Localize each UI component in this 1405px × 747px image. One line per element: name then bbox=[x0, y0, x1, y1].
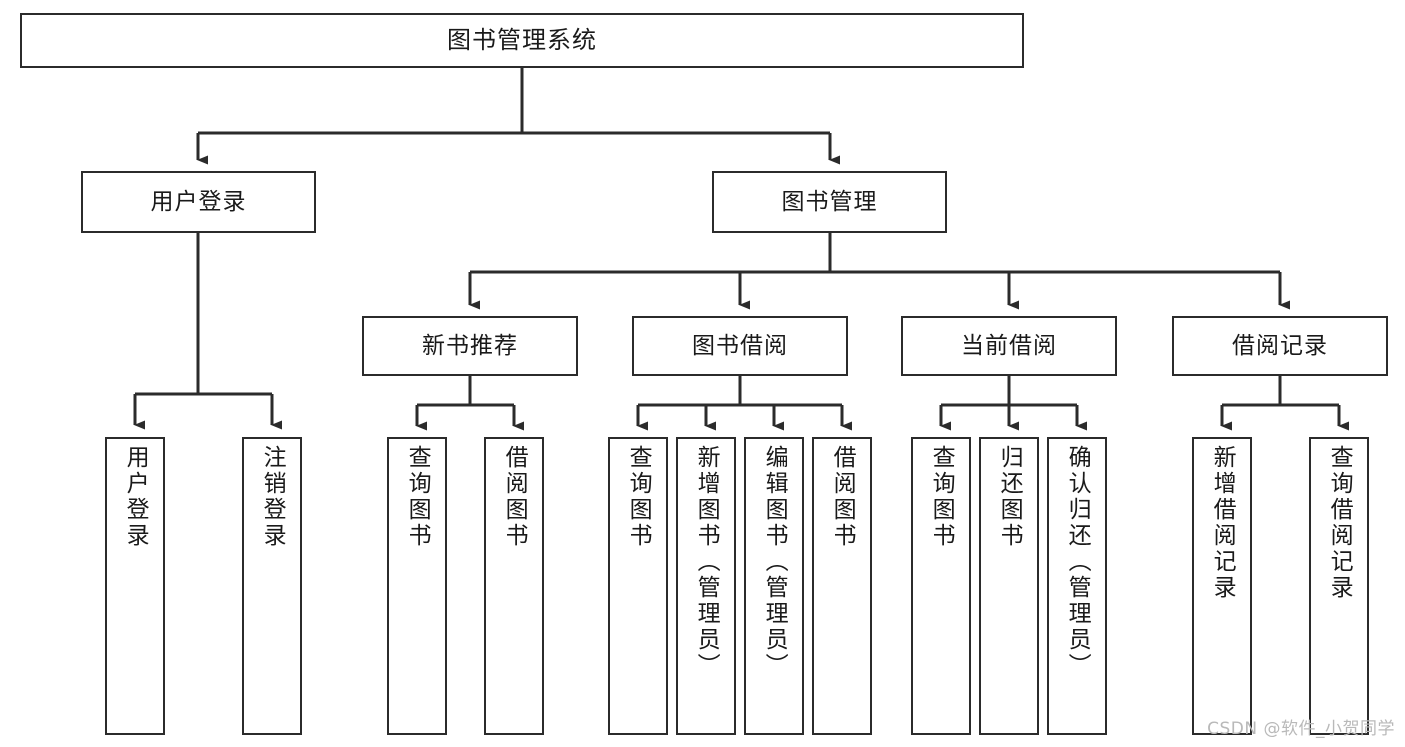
node-label: 借阅图书 bbox=[829, 445, 856, 549]
node-label: 查询图书 bbox=[928, 445, 955, 549]
edge-user-login-to-leaves bbox=[133, 233, 282, 430]
leaf-borrow-query-book[interactable]: 查询图书 bbox=[608, 437, 668, 735]
leaf-new-book-borrow[interactable]: 借阅图书 bbox=[484, 437, 544, 735]
node-label: 查询借阅记录 bbox=[1326, 445, 1353, 601]
node-user-login[interactable]: 用户登录 bbox=[81, 171, 316, 233]
node-label: 确认归还（管理员） bbox=[1064, 445, 1091, 679]
edge-book-manage-to-level3 bbox=[468, 233, 1290, 310]
node-borrow-records[interactable]: 借阅记录 bbox=[1172, 316, 1388, 376]
node-current-borrow[interactable]: 当前借阅 bbox=[901, 316, 1117, 376]
leaf-borrow-edit-book-admin[interactable]: 编辑图书（管理员） bbox=[744, 437, 804, 735]
leaf-current-confirm-return-admin[interactable]: 确认归还（管理员） bbox=[1047, 437, 1107, 735]
node-label: 归还图书 bbox=[996, 445, 1023, 549]
edge-root-to-level2 bbox=[196, 68, 840, 165]
leaf-records-query[interactable]: 查询借阅记录 bbox=[1309, 437, 1369, 735]
node-new-book-recommend[interactable]: 新书推荐 bbox=[362, 316, 578, 376]
node-book-management[interactable]: 图书管理 bbox=[712, 171, 947, 233]
node-label: 借阅图书 bbox=[501, 445, 528, 549]
node-label: 图书管理 bbox=[781, 188, 878, 215]
leaf-new-book-query[interactable]: 查询图书 bbox=[387, 437, 447, 735]
leaf-current-return-book[interactable]: 归还图书 bbox=[979, 437, 1039, 735]
node-book-borrow[interactable]: 图书借阅 bbox=[632, 316, 848, 376]
leaf-current-query-book[interactable]: 查询图书 bbox=[911, 437, 971, 735]
node-label: 用户登录 bbox=[122, 445, 149, 549]
node-label: 当前借阅 bbox=[961, 332, 1057, 359]
leaf-logout[interactable]: 注销登录 bbox=[242, 437, 302, 735]
edge-borrow-records-to-leaves bbox=[1220, 376, 1349, 431]
edge-new-book-to-leaves bbox=[415, 376, 524, 431]
node-label: 查询图书 bbox=[404, 445, 431, 549]
node-root-system[interactable]: 图书管理系统 bbox=[20, 13, 1024, 68]
node-label: 用户登录 bbox=[150, 188, 247, 215]
leaf-records-add[interactable]: 新增借阅记录 bbox=[1192, 437, 1252, 735]
node-label: 图书管理系统 bbox=[447, 25, 597, 54]
node-label: 查询图书 bbox=[625, 445, 652, 549]
node-label: 注销登录 bbox=[259, 445, 286, 549]
node-label: 新增图书（管理员） bbox=[693, 445, 720, 679]
leaf-borrow-add-book-admin[interactable]: 新增图书（管理员） bbox=[676, 437, 736, 735]
leaf-borrow-book[interactable]: 借阅图书 bbox=[812, 437, 872, 735]
node-label: 新增借阅记录 bbox=[1209, 445, 1236, 601]
watermark-text: CSDN @软件_小贺同学 bbox=[1207, 719, 1395, 739]
leaf-user-login[interactable]: 用户登录 bbox=[105, 437, 165, 735]
edge-book-borrow-to-leaves bbox=[636, 376, 852, 431]
node-label: 编辑图书（管理员） bbox=[761, 445, 788, 679]
node-label: 借阅记录 bbox=[1232, 332, 1328, 359]
node-label: 新书推荐 bbox=[422, 332, 518, 359]
edge-current-borrow-to-leaves bbox=[939, 376, 1087, 431]
node-label: 图书借阅 bbox=[692, 332, 788, 359]
